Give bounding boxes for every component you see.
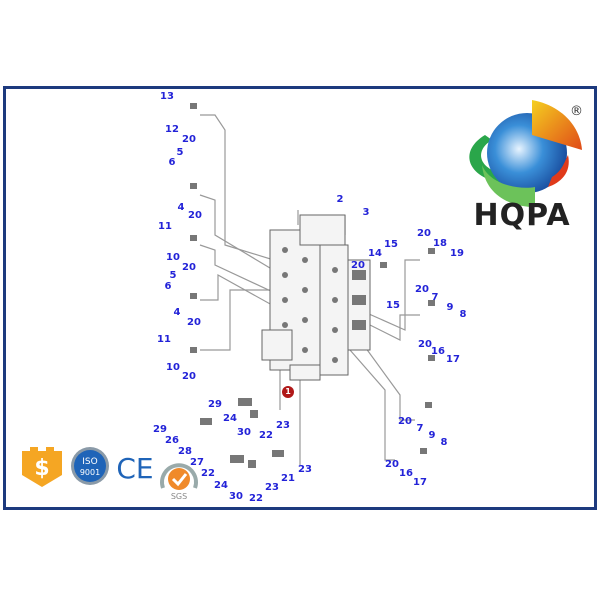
sgs-badge: SGS: [160, 463, 198, 500]
callout: 19: [450, 248, 464, 259]
callout: 18: [433, 238, 447, 249]
registered-mark: ®: [570, 104, 583, 119]
callout: 20: [182, 134, 196, 145]
callout: 5: [176, 147, 184, 158]
callout: 13: [160, 91, 174, 102]
callout: 28: [178, 446, 192, 457]
callout: 20: [415, 284, 429, 295]
callout: 11: [158, 221, 172, 232]
callout: 10: [166, 362, 180, 373]
callout: 8: [440, 437, 448, 448]
callout: 3: [362, 207, 370, 218]
callout: 5: [169, 270, 177, 281]
callout: 29: [153, 424, 167, 435]
iso-number: 9001: [80, 468, 100, 477]
callout: 20: [398, 416, 412, 427]
callout: 6: [168, 157, 176, 168]
callout: 20: [188, 210, 202, 221]
callout: 12: [165, 124, 179, 135]
callout: 24: [223, 413, 237, 424]
callout: 20: [187, 317, 201, 328]
brand-globe-logo: [469, 100, 582, 207]
callout: 21: [281, 473, 295, 484]
callout: 20: [417, 228, 431, 239]
callout: 8: [459, 309, 467, 320]
callout: 15: [384, 239, 398, 250]
callout: 10: [166, 252, 180, 263]
callout: 23: [298, 464, 312, 475]
brand-name: HQPA: [473, 198, 571, 233]
iso-9001-badge: ISO 9001: [71, 447, 109, 485]
main-part-marker: 1: [282, 386, 294, 398]
callout: 23: [276, 420, 290, 431]
callout: 16: [399, 468, 413, 479]
callout: 30: [229, 491, 243, 502]
callout: 9: [428, 430, 436, 441]
callout: 27: [190, 457, 204, 468]
callout: 14: [368, 248, 382, 259]
sgs-text: SGS: [171, 492, 187, 500]
callout: 2: [336, 194, 344, 205]
callout: 4: [173, 307, 181, 318]
callout: 20: [351, 260, 365, 271]
callout: 22: [201, 468, 215, 479]
callout: 24: [214, 480, 228, 491]
image-frame: [3, 86, 597, 510]
callout: 17: [446, 354, 460, 365]
callout: 22: [259, 430, 273, 441]
callout: 20: [418, 339, 432, 350]
callout: 30: [237, 427, 251, 438]
iso-text: ISO: [82, 457, 97, 467]
callout: 22: [249, 493, 263, 504]
ce-text: CE: [116, 452, 153, 484]
callout: 9: [446, 302, 454, 313]
callout: 20: [182, 262, 196, 273]
callout: 23: [265, 482, 279, 493]
callout: 7: [416, 423, 424, 434]
callout: 17: [413, 477, 427, 488]
ce-mark-badge: CE: [116, 452, 153, 484]
callout: 4: [177, 202, 185, 213]
callout: 20: [182, 371, 196, 382]
price-shield-icon: $: [22, 447, 62, 487]
callout: 29: [208, 399, 222, 410]
callout: 16: [431, 346, 445, 357]
callout: 11: [157, 334, 171, 345]
callout: 7: [431, 292, 439, 303]
callout: 6: [164, 281, 172, 292]
dollar-symbol: $: [34, 456, 49, 481]
callout: 26: [165, 435, 179, 446]
callout: 15: [386, 300, 400, 311]
callout: 20: [385, 459, 399, 470]
